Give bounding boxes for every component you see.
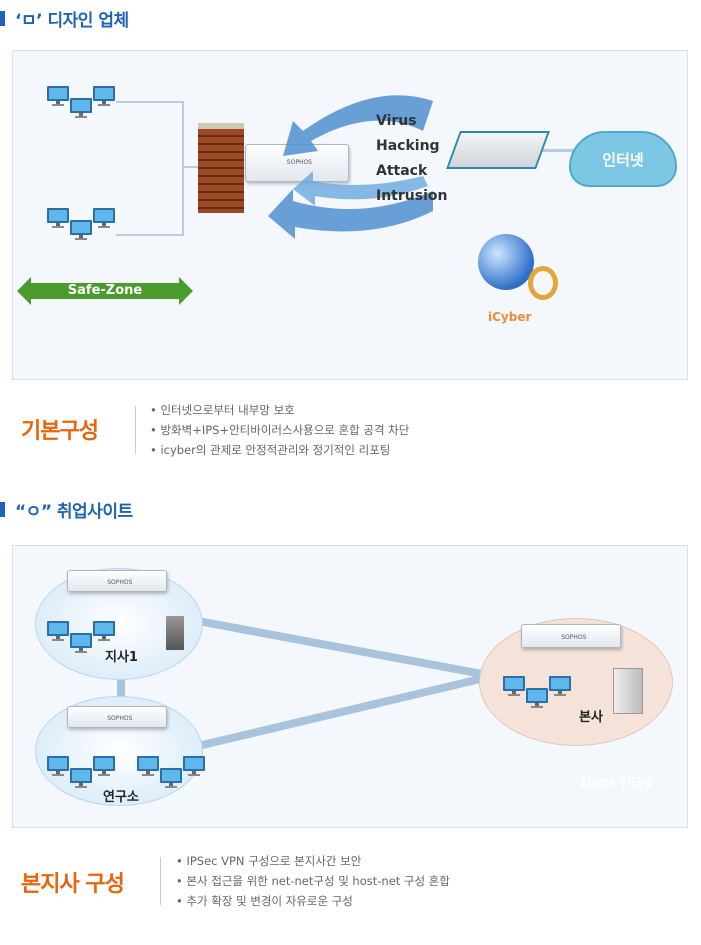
computers-icon xyxy=(503,676,573,720)
bullet: 인터넷으로부터 내부망 보호 xyxy=(150,400,409,420)
bullet: 본사 접근을 위한 net-net구성 및 host-net 구성 혼합 xyxy=(176,871,449,891)
bullet: 추가 확장 및 변경이 자유로운 구성 xyxy=(176,891,450,911)
bullet: IPSec VPN 구성으로 본지사간 보안 xyxy=(176,851,450,871)
summary-title-2: 본지사 구성 xyxy=(21,872,125,897)
computers-icon xyxy=(47,208,117,252)
threat-attack: Attack xyxy=(376,163,428,179)
threat-intrusion: Intrusion xyxy=(376,188,448,204)
threat-list: Virus Hacking Attack Intrusion xyxy=(376,109,447,209)
bullet: 방화벽+IPS+안티바이러스사용으로 혼합 공격 차단 xyxy=(150,420,409,440)
network-diagram-2: SOPHOS SOPHOS SOPHOS 지사1 연구소 본사 100M 인터넷 xyxy=(12,545,688,828)
summary-bullets-2: IPSec VPN 구성으로 본지사간 보안 본사 접근을 위한 net-net… xyxy=(176,851,450,911)
router-icon xyxy=(446,131,550,169)
computers-icon xyxy=(47,86,117,130)
section2-title-text: “ㅇ” 취업사이트 xyxy=(15,502,133,522)
computers-icon xyxy=(137,756,207,800)
threat-arrows-icon xyxy=(268,95,433,239)
hq-label: 본사 xyxy=(579,710,603,725)
section1-title-text: ‘ㅁ’ 디자인 업체 xyxy=(15,11,129,31)
firewall-appliance: SOPHOS xyxy=(67,706,167,728)
threat-hacking: Hacking xyxy=(376,138,440,154)
link-label: 100M 인터넷 xyxy=(579,776,654,790)
section2-title: “ㅇ” 취업사이트 xyxy=(0,497,133,522)
internet-cloud-icon: 인터넷 xyxy=(569,131,677,187)
lab-label: 연구소 xyxy=(103,790,139,805)
brick-wall-icon xyxy=(198,123,244,213)
key-icon xyxy=(528,266,558,300)
icyber-logo: iCyber xyxy=(488,310,532,324)
summary-title-1: 기본구성 xyxy=(21,419,99,444)
branch-label: 지사1 xyxy=(105,650,138,665)
threat-virus: Virus xyxy=(376,113,417,129)
bullet: icyber의 관제로 안정적관리와 정기적인 리포팅 xyxy=(150,440,409,460)
server-icon xyxy=(613,668,643,714)
safe-zone-arrow: Safe-Zone xyxy=(17,277,193,305)
server-icon xyxy=(166,616,184,650)
network-diagram-1: SOPHOS Virus Hacking Attack Intrusion 인터… xyxy=(12,50,688,380)
firewall-appliance: SOPHOS xyxy=(67,570,167,592)
summary-bullets-1: 인터넷으로부터 내부망 보호 방화벽+IPS+안티바이러스사용으로 혼합 공격 … xyxy=(150,400,409,460)
firewall-appliance: SOPHOS xyxy=(521,624,621,648)
globe-key-icon xyxy=(478,234,534,290)
section1-title: ‘ㅁ’ 디자인 업체 xyxy=(0,6,129,31)
